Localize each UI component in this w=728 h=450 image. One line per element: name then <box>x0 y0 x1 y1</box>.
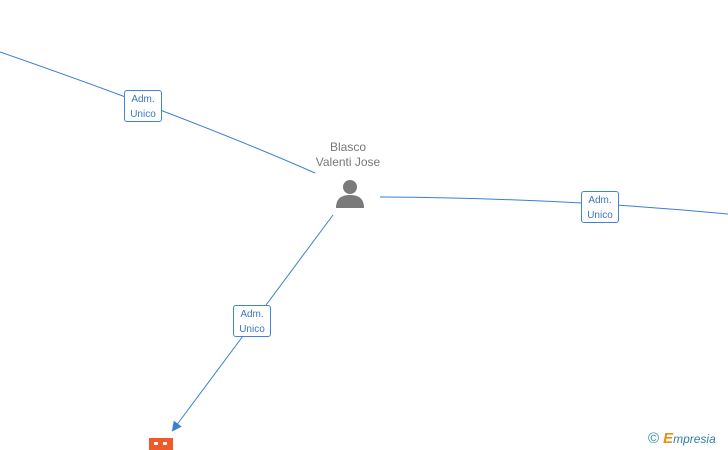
edge-label-line1: Adm. <box>240 309 264 320</box>
watermark: © Empresia <box>648 428 716 448</box>
brand-logo: Empresia <box>663 430 716 447</box>
brand-logo-text: mpresia <box>673 431 716 446</box>
edge-label-line1: Adm. <box>131 94 155 105</box>
edge-label-line2: Unico <box>587 210 613 221</box>
edge-line-right <box>379 196 728 215</box>
person-icon[interactable] <box>334 178 366 210</box>
edge-label-line2: Unico <box>130 109 156 120</box>
person-name-line2: Valenti Jose <box>315 155 381 169</box>
person-name[interactable]: Blasco Valenti Jose <box>290 140 406 170</box>
edge-label-line1: Adm. <box>588 195 612 206</box>
building-icon[interactable] <box>148 438 174 450</box>
copyright-icon: © <box>648 429 660 447</box>
brand-logo-initial: E <box>663 429 674 447</box>
edge-label-right[interactable]: Adm. Unico <box>581 191 619 223</box>
person-name-line1: Blasco <box>329 140 367 154</box>
edge-label-left-upper[interactable]: Adm. Unico <box>124 90 162 122</box>
edge-label-line2: Unico <box>239 324 265 335</box>
edge-line-left-upper <box>0 51 316 174</box>
edge-label-lower-left[interactable]: Adm. Unico <box>233 305 271 337</box>
